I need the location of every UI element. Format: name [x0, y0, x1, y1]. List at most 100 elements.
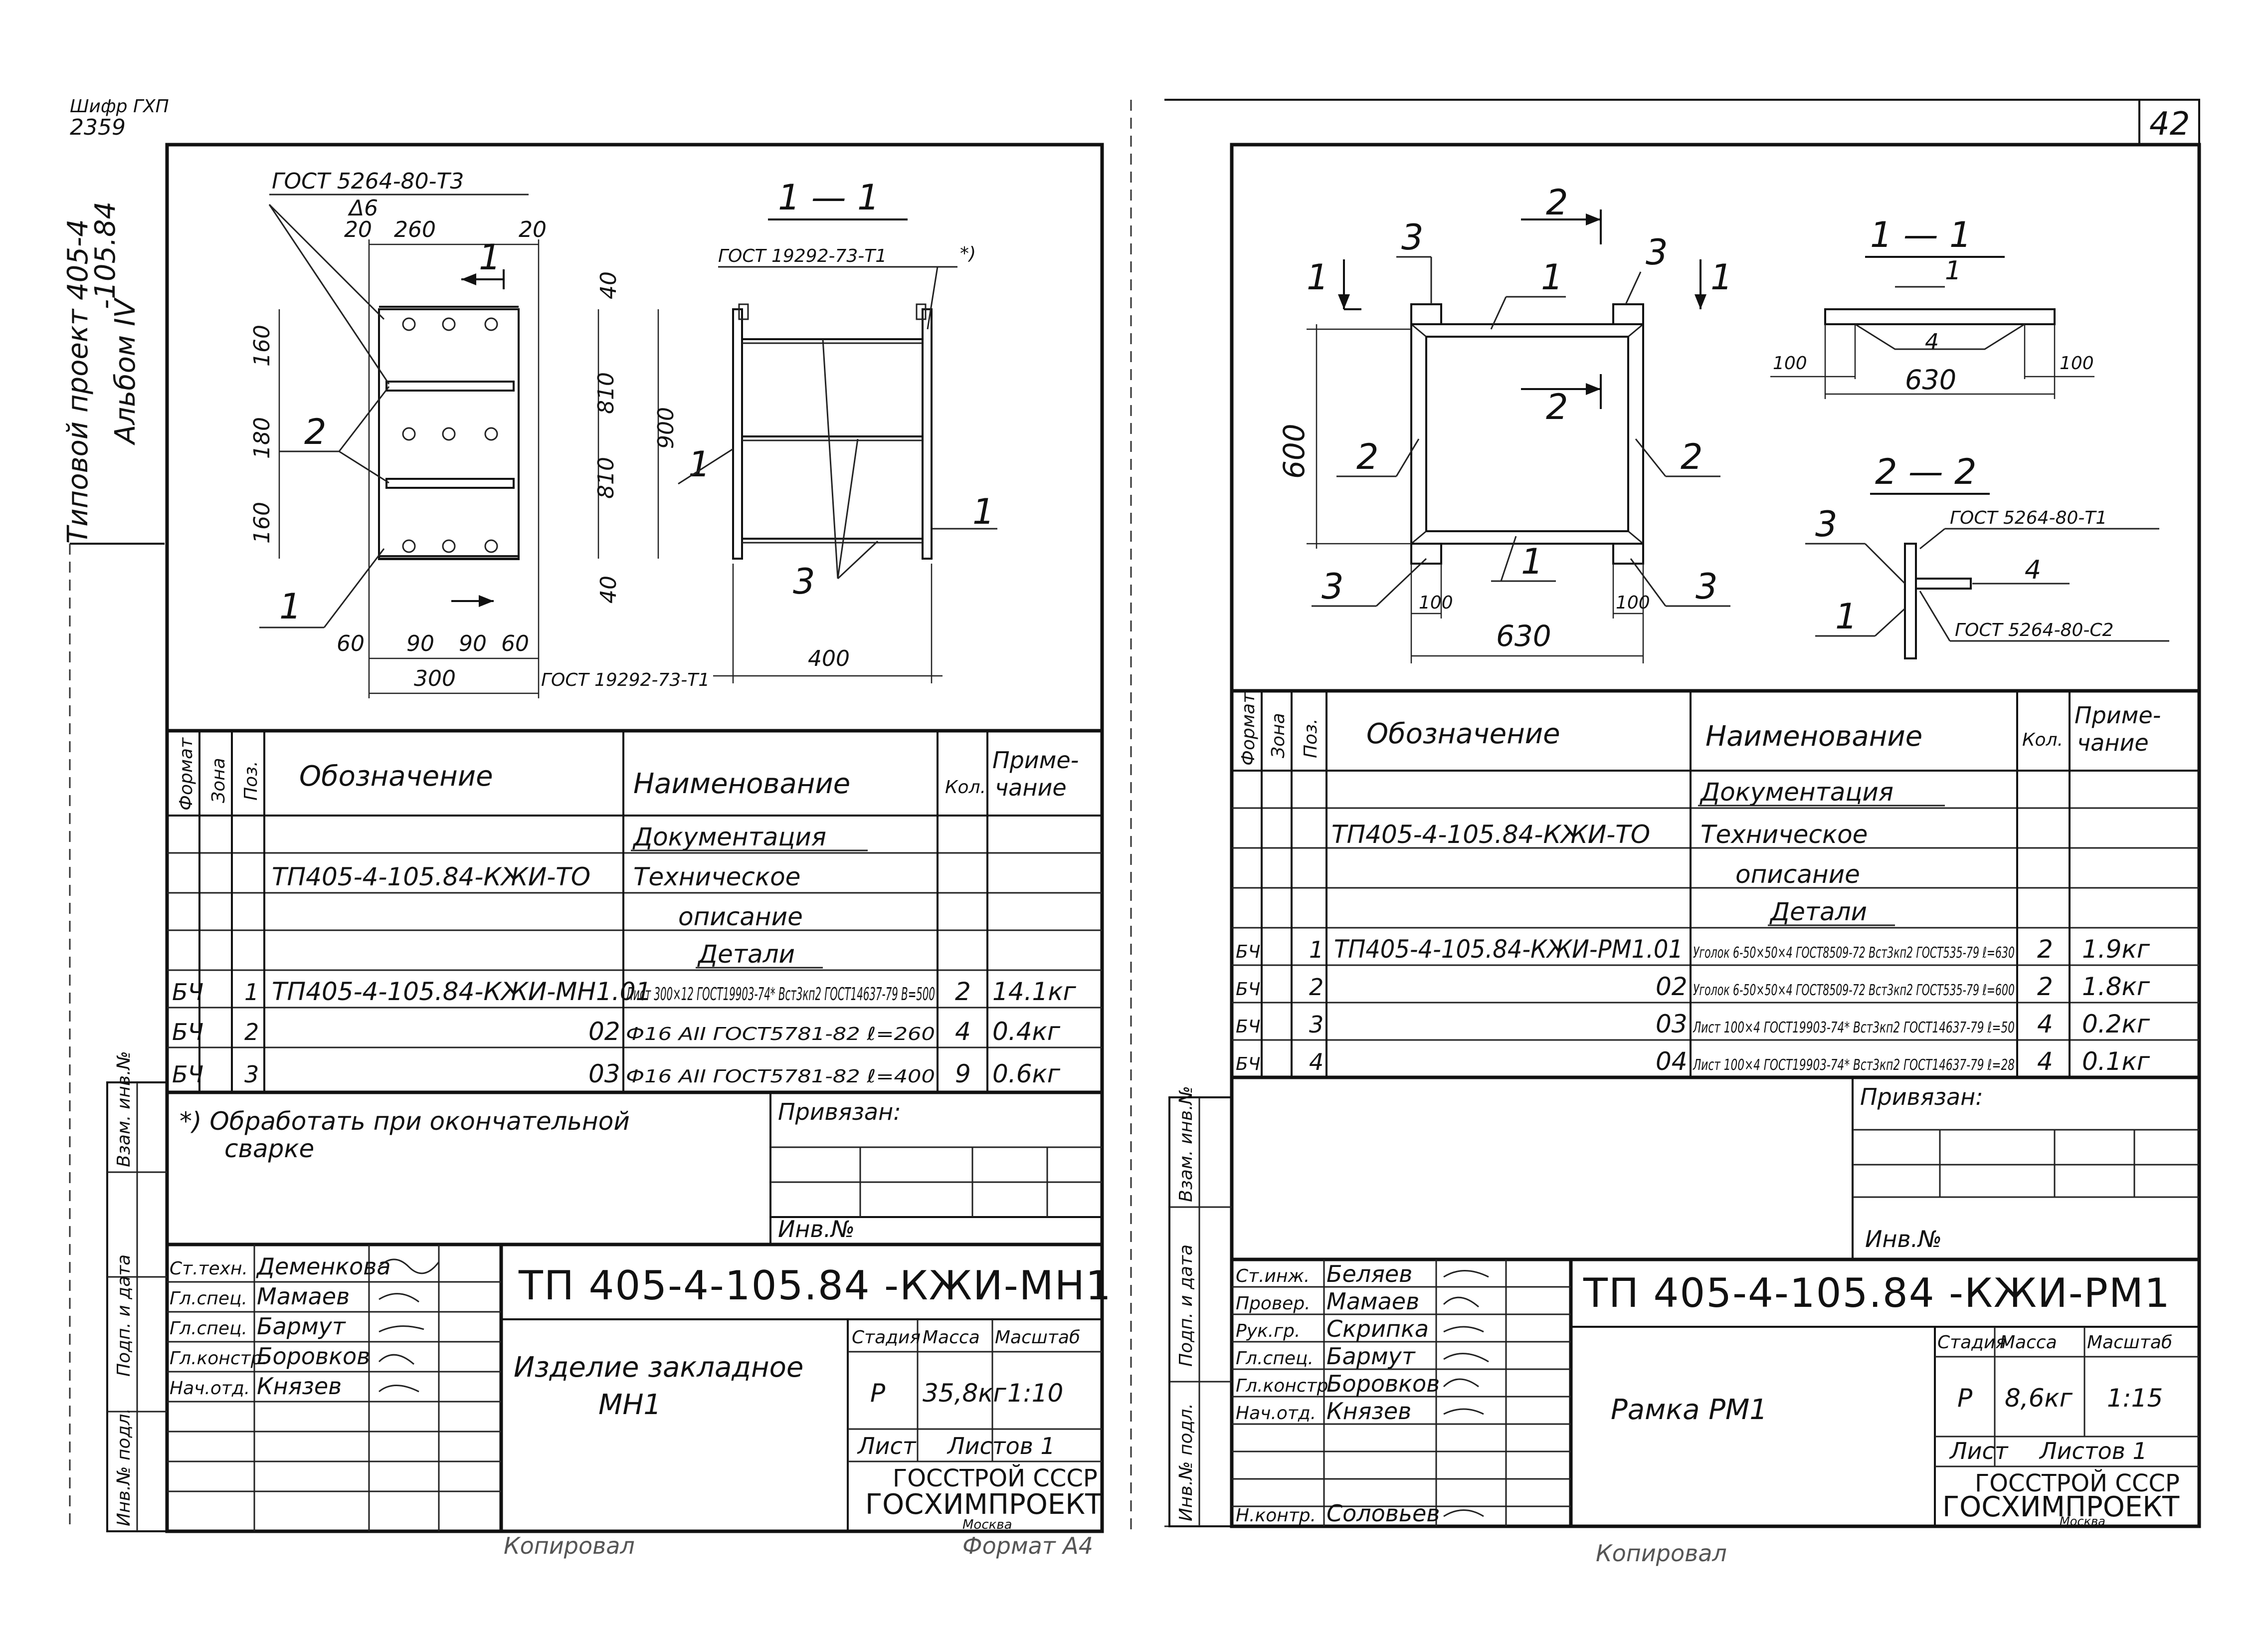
- right-person6-name: Князев: [1326, 1398, 1411, 1425]
- left-person1-name: Деменкова: [256, 1253, 391, 1280]
- right-dim-sub-left: 100: [1419, 593, 1453, 613]
- left-row2-pos: 2: [244, 1019, 259, 1045]
- right-row-details: Детали: [1769, 897, 1867, 926]
- left-col-note-2: чание: [995, 774, 1067, 801]
- right-row1-note: 1.9кг: [2082, 935, 2150, 964]
- right-callout-1-bottom: 1: [1521, 541, 1543, 582]
- right-sheet-label: Лист: [1949, 1438, 2009, 1464]
- dim-frame-width: 400: [808, 646, 850, 671]
- right-row2-name: Уголок 6-50×50×4 ГОСТ8509-72 Вст3кп2 ГОС…: [1693, 982, 2015, 999]
- album-vertical-label: Альбом IV: [109, 297, 142, 445]
- right-callout-2-right: 2: [1681, 436, 1703, 477]
- right-copied-caption: Копировал: [1596, 1540, 1727, 1567]
- footnote-star-mark: *): [960, 243, 976, 264]
- right-row1-pos: 1: [1309, 936, 1323, 963]
- left-row1-name: Лист 300×12 ГОСТ19903-74* Вст3кп2 ГОСТ14…: [625, 984, 935, 1005]
- left-row3-name: Ф16 АII ГОСТ5781-82 ℓ=400: [626, 1066, 935, 1087]
- section22-callout-1: 1: [1835, 596, 1858, 637]
- left-city: Москва: [962, 1517, 1012, 1532]
- right-section-11-label: 1 — 1: [1870, 214, 1972, 255]
- right-title-block: Ст.инж. Беляев Провер. Мамаев Рук.гр. Ск…: [1232, 1257, 2199, 1528]
- section22-callout-4: 4: [2025, 555, 2041, 585]
- right-person1-role: Ст.инж.: [1236, 1266, 1310, 1286]
- left-plan-view: ГОСТ 5264-80-Т3 Δ6 20 260 20 1 160 180: [249, 169, 710, 698]
- right-row-to-name: Техническое: [1701, 820, 1868, 849]
- left-scale-label: Масштаб: [995, 1327, 1080, 1348]
- left-row-details: Детали: [697, 940, 795, 969]
- left-signatures: [378, 1258, 440, 1393]
- left-side-podp: Подп. и дата: [114, 1254, 134, 1377]
- right-row2-qty: 2: [2037, 972, 2053, 1001]
- right-col-name: Наименование: [1705, 720, 1922, 753]
- right-row4-name: Лист 100×4 ГОСТ19903-74* Вст3кп2 ГОСТ146…: [1693, 1056, 2015, 1074]
- right-row4-fmt: БЧ: [1236, 1054, 1260, 1074]
- project-vertical-label: Типовой проект 405-4: [62, 219, 94, 544]
- left-copied-caption: Копировал: [504, 1532, 635, 1559]
- right-plan-view: 1 1 2 2 600 100 100: [1277, 182, 1733, 663]
- right-col-qty: Кол.: [2022, 730, 2063, 750]
- right-row2-code: 02: [1656, 972, 1688, 1001]
- right-dim-height: 600: [1277, 423, 1311, 479]
- left-footnote: *) Обработать при окончательной: [180, 1107, 630, 1136]
- left-side-vzam: Взам. инв.№: [114, 1051, 134, 1167]
- right-privyazan: Привязан:: [1860, 1083, 1983, 1110]
- right-person5-role: Гл.констр.: [1236, 1376, 1334, 1396]
- left-row3-code: 03: [588, 1059, 620, 1088]
- left-row3-qty: 9: [955, 1059, 971, 1088]
- right-side-strip: Взам. инв.№ Подп. и дата Инв.№ подл.: [1168, 1086, 1233, 1527]
- right-person5-name: Боровков: [1326, 1370, 1440, 1397]
- section11-dim-right: 100: [2060, 353, 2094, 374]
- right-row3-name: Лист 100×4 ГОСТ19903-74* Вст3кп2 ГОСТ146…: [1693, 1019, 2015, 1036]
- right-row-to-code: ТП405-4-105.84-КЖИ-ТО: [1331, 820, 1650, 849]
- right-dim-width: 630: [1496, 619, 1551, 653]
- section11-callout-1: 1: [1945, 256, 1961, 286]
- dim-right-1: 40: [596, 271, 621, 299]
- left-sheet-label: Лист: [857, 1433, 917, 1459]
- right-row4-pos: 4: [1309, 1048, 1323, 1075]
- dim-total-width: 300: [414, 666, 456, 691]
- right-notes: Привязан: Инв.№: [1852, 1077, 2199, 1259]
- left-person4-name: Боровков: [257, 1343, 370, 1370]
- right-person1-name: Беляев: [1326, 1260, 1412, 1287]
- left-privyazan: Привязан:: [778, 1098, 901, 1125]
- right-callout-3a: 3: [1401, 217, 1424, 258]
- right-side-inv: Инв.№ подл.: [1176, 1403, 1196, 1521]
- right-callout-3c: 3: [1322, 566, 1344, 607]
- left-title-block: Ст.техн. Деменкова Гл.спец. Мамаев Гл.сп…: [167, 1242, 1111, 1532]
- dim-right-2: 810: [593, 372, 619, 414]
- right-inv-no: Инв.№: [1865, 1226, 1942, 1252]
- left-title-line2: МН1: [598, 1389, 661, 1421]
- left-gost-top-note: ГОСТ 5264-80-Т3: [272, 169, 464, 194]
- right-row3-code: 03: [1656, 1010, 1688, 1038]
- left-col-pos: Поз.: [241, 761, 261, 801]
- right-cut-2-top: 2: [1546, 182, 1568, 223]
- dim-total-height: 900: [653, 407, 679, 449]
- left-row2-note: 0.4кг: [992, 1017, 1061, 1046]
- right-col-note: Приме-: [2075, 702, 2161, 729]
- right-row2-pos: 2: [1309, 974, 1323, 1001]
- dim-right-3: 810: [593, 457, 619, 499]
- right-row3-fmt: БЧ: [1236, 1017, 1260, 1037]
- left-row2-name: Ф16 АII ГОСТ5781-82 ℓ=260: [626, 1024, 935, 1044]
- right-row-to-name-2: описание: [1735, 860, 1860, 889]
- right-cut-1-right: 1: [1710, 257, 1733, 298]
- callout-2: 2: [304, 412, 327, 452]
- left-gost-right-note: ГОСТ 19292-73-Т1: [718, 246, 887, 266]
- left-org-gosstroy: ГОССТРОЙ СССР: [893, 1464, 1098, 1492]
- right-person7-name: Соловьев: [1326, 1500, 1440, 1527]
- right-cut-2-mid: 2: [1546, 387, 1568, 427]
- left-person3-role: Гл.спец.: [170, 1318, 247, 1339]
- left-row1-note: 14.1кг: [992, 977, 1077, 1006]
- sheet-number: 42: [2149, 106, 2190, 143]
- left-spec-table: Формат Зона Поз. Обозначение Наименовани…: [167, 729, 1102, 1094]
- left-col-format: Формат: [176, 737, 196, 811]
- left-person3-name: Бармут: [257, 1313, 346, 1340]
- left-format-caption: Формат А4: [962, 1532, 1093, 1559]
- left-person4-role: Гл.констр.: [170, 1348, 268, 1369]
- left-row2-fmt: БЧ: [172, 1019, 203, 1045]
- left-row3-note: 0.6кг: [992, 1059, 1061, 1088]
- left-person5-role: Нач.отд.: [170, 1378, 250, 1399]
- right-dim-sub-right: 100: [1616, 593, 1650, 613]
- left-gost-bottom-note: ГОСТ 19292-73-Т1: [541, 670, 710, 690]
